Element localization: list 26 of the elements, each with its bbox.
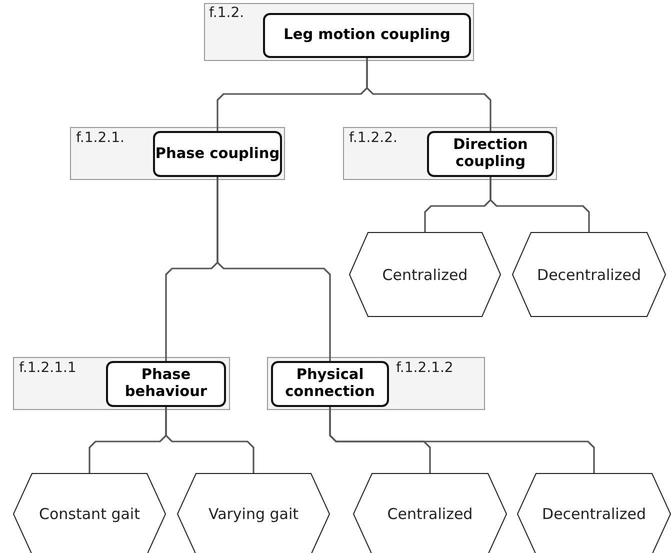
section-number: f.1.2.1.: [76, 130, 124, 146]
topic-box: Leg motion coupling: [263, 13, 471, 58]
section-number: f.1.2.1.1: [19, 360, 76, 376]
section-number: f.1.2.1.2: [396, 360, 454, 376]
connector-line: [165, 407, 254, 473]
topic-box: Phase behaviour: [106, 361, 226, 407]
section-number: f.1.2.: [209, 5, 244, 21]
hexagon-node: Centralized: [349, 232, 501, 317]
topic-box: Phase coupling: [153, 131, 282, 177]
topic-box: Direction coupling: [427, 131, 554, 177]
topic-box: Physical connection: [271, 361, 389, 407]
connector-line: [329, 407, 595, 473]
section-panel: [70, 127, 285, 180]
hexagon-node: Constant gait: [13, 473, 166, 553]
section-panel: [267, 357, 485, 410]
section-panel: [204, 3, 474, 61]
connector-line: [366, 58, 492, 131]
section-panel: [13, 357, 230, 410]
connector-line: [216, 177, 331, 361]
section-panel: [343, 127, 557, 180]
section-number: f.1.2.2.: [349, 130, 398, 146]
connector-line: [490, 177, 590, 232]
hexagon-node: Decentralized: [517, 473, 671, 553]
hexagon-node: Decentralized: [512, 232, 666, 317]
hexagon-node: Varying gait: [177, 473, 330, 553]
hexagon-node: Centralized: [353, 473, 507, 553]
